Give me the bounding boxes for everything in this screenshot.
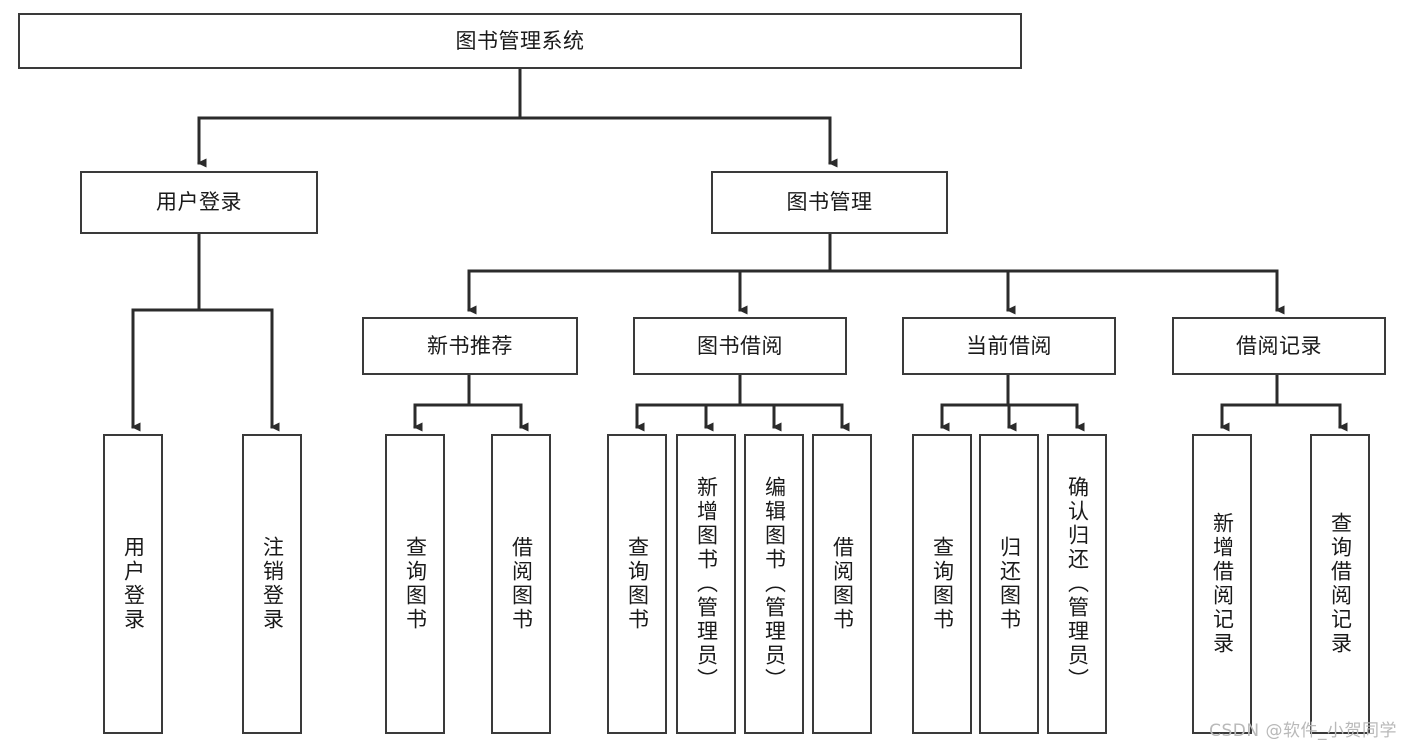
node-root-book-management-system[interactable]: 图书管理系统 [18,13,1022,69]
node-leaf-query-book-borrow[interactable]: 查询图书 [607,434,667,734]
node-leaf-add-borrow-record[interactable]: 新增借阅记录 [1192,434,1252,734]
node-leaf-query-book-recommend[interactable]: 查询图书 [385,434,445,734]
node-user-login[interactable]: 用户登录 [80,171,318,234]
node-label: 当前借阅 [966,333,1052,358]
node-book-management[interactable]: 图书管理 [711,171,948,234]
node-borrow-records[interactable]: 借阅记录 [1172,317,1386,375]
node-label: 查询图书 [625,536,650,632]
node-label: 新书推荐 [427,333,513,358]
node-leaf-borrow-book[interactable]: 借阅图书 [812,434,872,734]
node-label: 借阅图书 [830,536,855,632]
node-label: 查询图书 [403,536,428,632]
node-leaf-query-borrow-record[interactable]: 查询借阅记录 [1310,434,1370,734]
node-label: 图书管理系统 [455,28,585,53]
node-book-borrow[interactable]: 图书借阅 [633,317,847,375]
node-current-borrow[interactable]: 当前借阅 [902,317,1116,375]
node-leaf-confirm-return-admin[interactable]: 确认归还（管理员） [1047,434,1107,734]
node-label: 注销登录 [260,536,285,632]
node-label: 查询图书 [930,536,955,632]
node-leaf-edit-book-admin[interactable]: 编辑图书（管理员） [744,434,804,734]
node-label: 查询借阅记录 [1328,512,1353,656]
node-label: 用户登录 [156,190,242,215]
node-label: 确认归还（管理员） [1065,476,1090,692]
node-leaf-add-book-admin[interactable]: 新增图书（管理员） [676,434,736,734]
watermark-text: CSDN @软件_小贺同学 [1209,721,1397,741]
node-leaf-user-login[interactable]: 用户登录 [103,434,163,734]
node-label: 借阅图书 [509,536,534,632]
node-label: 用户登录 [121,536,146,632]
node-label: 新增图书（管理员） [694,476,719,692]
node-label: 新增借阅记录 [1210,512,1235,656]
node-label: 借阅记录 [1236,333,1322,358]
node-label: 编辑图书（管理员） [762,476,787,692]
node-leaf-borrow-book-recommend[interactable]: 借阅图书 [491,434,551,734]
node-leaf-query-book-current[interactable]: 查询图书 [912,434,972,734]
node-leaf-logout[interactable]: 注销登录 [242,434,302,734]
node-label: 图书管理 [786,190,873,215]
node-new-book-recommend[interactable]: 新书推荐 [362,317,578,375]
node-label: 归还图书 [997,536,1022,632]
node-leaf-return-book[interactable]: 归还图书 [979,434,1039,734]
node-label: 图书借阅 [697,333,783,358]
